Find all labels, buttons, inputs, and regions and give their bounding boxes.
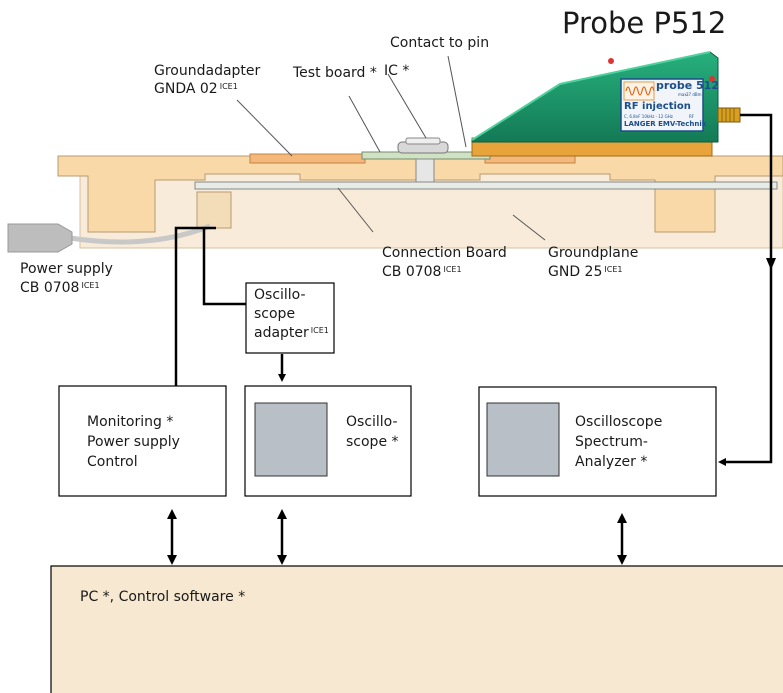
oscilloscope-adapter-label-1: Oscillo- [254,287,306,303]
oscilloscope-line-2: scope * [346,434,399,450]
connection-board-label: Connection Board [382,245,507,261]
leader-lines [236,55,546,241]
pc-label: PC *, Control software * [80,589,246,605]
ic-label: IC * [384,63,410,79]
ground-adapter-left [249,153,366,164]
probe-title: Probe P512 [562,6,727,40]
ground-adapter-label: Groundadapter [154,63,261,79]
pc-box [50,565,783,693]
test-board-label: Test board * [293,65,377,81]
probe-brand: probe 512 [656,79,719,92]
probe-max-label: max. [678,92,688,97]
monitoring-line-1: Monitoring * [87,414,174,430]
sma-connector [717,107,741,123]
board-pin [415,158,435,183]
probe-rf-label: RF [689,114,695,119]
probe-spec: C, 6.8nF 10kHz - 12 GHz [624,114,673,119]
oscilloscope-screen [254,402,328,477]
rf-direction-arrow [766,258,776,270]
power-connector [196,191,232,229]
probe-power: 37 dBm [686,92,702,97]
power-supply-label: Power supply [20,261,113,277]
pc-bus-arrows [167,509,627,565]
oscilloscope-adapter-box [245,282,335,354]
groundplane-label: Groundplane [548,245,639,261]
monitoring-box [58,385,227,497]
wave-icon [625,86,655,96]
contact-label: Contact to pin [390,35,490,51]
monitoring-line-2: Power supply [87,434,180,450]
connection-board [194,181,778,190]
spectrum-line-1: Oscilloscope [575,414,663,430]
spectrum-screen [486,402,560,477]
monitoring-line-3: Control [87,454,138,470]
power-plug [7,223,73,253]
spectrum-line-2: Spectrum- [575,434,648,450]
oscilloscope-adapter-label-2: scope [254,306,296,322]
power-cable [69,223,211,245]
probe-function: RF injection [624,101,691,112]
spectrum-line-3: Analyzer * [575,454,648,470]
oscilloscope-line-1: Oscillo- [346,414,398,430]
signal-wires [174,113,773,466]
probe-manufacturer: LANGER EMV-Technik [624,120,707,128]
